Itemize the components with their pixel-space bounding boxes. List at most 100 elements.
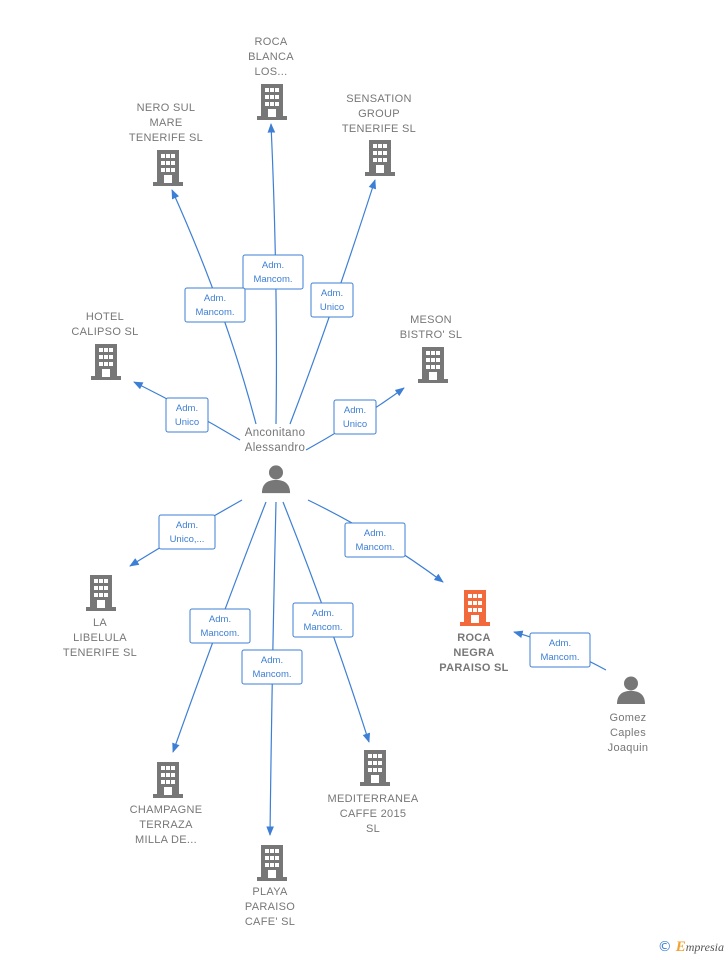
company-name: BLANCA bbox=[248, 51, 294, 63]
relation-label[interactable]: Adm. Mancom. bbox=[344, 522, 406, 558]
relation-text: Mancom. bbox=[540, 652, 579, 663]
company-name: CALIPSO SL bbox=[71, 326, 138, 338]
relation-label[interactable]: Adm. Unico bbox=[333, 399, 377, 435]
relation-text: Adm. bbox=[364, 528, 386, 539]
brand-initial: E bbox=[675, 938, 686, 955]
copyright-icon: © bbox=[657, 939, 672, 955]
building-icon bbox=[257, 84, 287, 120]
relation-text: Adm. bbox=[321, 288, 343, 299]
relation-text: Adm. bbox=[312, 608, 334, 619]
company-node[interactable]: MESON BISTRO' SL bbox=[400, 314, 463, 383]
company-name: CAFFE 2015 bbox=[340, 808, 407, 820]
relation-text: Unico bbox=[343, 419, 367, 430]
company-node[interactable]: CHAMPAGNE TERRAZA MILLA DE... bbox=[130, 762, 203, 846]
relation-label[interactable]: Adm. Mancom. bbox=[529, 632, 591, 668]
company-name: CAFE' SL bbox=[245, 916, 295, 928]
company-name: TENERIFE SL bbox=[129, 132, 203, 144]
company-name: NERO SUL bbox=[137, 102, 196, 114]
relation-text: Adm. bbox=[549, 638, 571, 649]
company-name: MARE bbox=[150, 117, 183, 129]
relation-text: Mancom. bbox=[355, 542, 394, 553]
company-name: MILLA DE... bbox=[135, 834, 197, 846]
company-name: SL bbox=[366, 823, 380, 835]
relation-text: Mancom. bbox=[303, 622, 342, 633]
company-node[interactable]: ROCA BLANCA LOS... bbox=[248, 36, 294, 120]
relation-text: Mancom. bbox=[200, 628, 239, 639]
building-icon bbox=[153, 150, 183, 186]
relation-text: Unico,... bbox=[170, 534, 205, 545]
relation-label[interactable]: Adm. Unico bbox=[165, 397, 209, 433]
person-icon bbox=[617, 676, 645, 704]
relation-label[interactable]: Adm. Mancom. bbox=[184, 287, 246, 323]
footer-brand: © Empresia bbox=[658, 938, 724, 956]
company-name: TENERIFE SL bbox=[342, 123, 416, 135]
relation-text: Adm. bbox=[344, 405, 366, 416]
company-nodes: ROCA BLANCA LOS... NERO SUL MARE TENERIF… bbox=[63, 36, 509, 928]
company-name: BISTRO' SL bbox=[400, 329, 463, 341]
company-name: MEDITERRANEA bbox=[328, 793, 419, 805]
person-name: Joaquin bbox=[608, 742, 649, 754]
relation-text: Adm. bbox=[261, 655, 283, 666]
person-name: Gomez bbox=[610, 712, 647, 724]
company-node[interactable]: MEDITERRANEA CAFFE 2015 SL bbox=[328, 750, 419, 835]
building-icon bbox=[86, 575, 116, 611]
building-icon bbox=[153, 762, 183, 798]
company-node-focus[interactable]: ROCA NEGRA PARAISO SL bbox=[439, 590, 508, 674]
relation-text: Adm. bbox=[204, 293, 226, 304]
company-name: LA bbox=[93, 617, 107, 629]
relation-label[interactable]: Adm. Mancom. bbox=[242, 254, 304, 290]
company-name: MESON bbox=[410, 314, 452, 326]
relation-text: Adm. bbox=[176, 403, 198, 414]
building-icon bbox=[91, 344, 121, 380]
relation-label[interactable]: Adm. Mancom. bbox=[241, 649, 303, 685]
company-name: PLAYA bbox=[252, 886, 288, 898]
relation-text: Adm. bbox=[262, 260, 284, 271]
relation-labels: Adm. Mancom. Adm. Mancom. Adm. Unico Adm… bbox=[158, 254, 591, 685]
company-name: TENERIFE SL bbox=[63, 647, 137, 659]
relation-text: Mancom. bbox=[195, 307, 234, 318]
person-node-center[interactable]: Anconitano Alessandro bbox=[245, 427, 306, 494]
company-name: CHAMPAGNE bbox=[130, 804, 203, 816]
building-icon bbox=[418, 347, 448, 383]
person-nodes: Anconitano Alessandro Gomez Caples Joaqu… bbox=[245, 427, 649, 754]
relation-text: Mancom. bbox=[253, 274, 292, 285]
building-icon bbox=[365, 140, 395, 176]
company-name: SENSATION bbox=[346, 93, 411, 105]
company-name: ROCA bbox=[457, 632, 491, 644]
company-name: HOTEL bbox=[86, 311, 124, 323]
relation-label[interactable]: Adm. Unico,... bbox=[158, 514, 216, 550]
edges bbox=[129, 123, 607, 836]
company-node[interactable]: LA LIBELULA TENERIFE SL bbox=[63, 575, 137, 659]
relation-text: Unico bbox=[175, 417, 199, 428]
relation-label[interactable]: Adm. Mancom. bbox=[189, 608, 251, 644]
person-name: Anconitano bbox=[245, 427, 306, 439]
company-name: NEGRA bbox=[453, 647, 494, 659]
company-name: LIBELULA bbox=[73, 632, 127, 644]
relation-label[interactable]: Adm. Unico bbox=[310, 282, 354, 318]
company-name: PARAISO bbox=[245, 901, 295, 913]
person-icon bbox=[261, 465, 291, 494]
company-name: PARAISO SL bbox=[439, 662, 508, 674]
relation-text: Unico bbox=[320, 302, 344, 313]
relation-label[interactable]: Adm. Mancom. bbox=[292, 602, 354, 638]
brand-logo: Empresia bbox=[676, 939, 724, 956]
person-name: Caples bbox=[610, 727, 646, 739]
company-name: LOS... bbox=[255, 66, 288, 78]
company-node[interactable]: PLAYA PARAISO CAFE' SL bbox=[245, 845, 295, 928]
company-name: ROCA bbox=[255, 36, 288, 48]
company-node[interactable]: SENSATION GROUP TENERIFE SL bbox=[342, 93, 416, 176]
person-name: Alessandro bbox=[245, 442, 306, 454]
relation-text: Adm. bbox=[176, 520, 198, 531]
relation-text: Mancom. bbox=[252, 669, 291, 680]
company-node[interactable]: HOTEL CALIPSO SL bbox=[71, 311, 138, 380]
company-name: TERRAZA bbox=[139, 819, 193, 831]
building-icon bbox=[360, 750, 390, 786]
company-node[interactable]: NERO SUL MARE TENERIFE SL bbox=[129, 102, 203, 186]
company-name: GROUP bbox=[358, 108, 400, 120]
relation-text: Adm. bbox=[209, 614, 231, 625]
brand-name: mpresia bbox=[685, 939, 724, 954]
building-icon bbox=[460, 590, 490, 626]
person-node[interactable]: Gomez Caples Joaquin bbox=[608, 676, 649, 754]
building-icon bbox=[257, 845, 287, 881]
